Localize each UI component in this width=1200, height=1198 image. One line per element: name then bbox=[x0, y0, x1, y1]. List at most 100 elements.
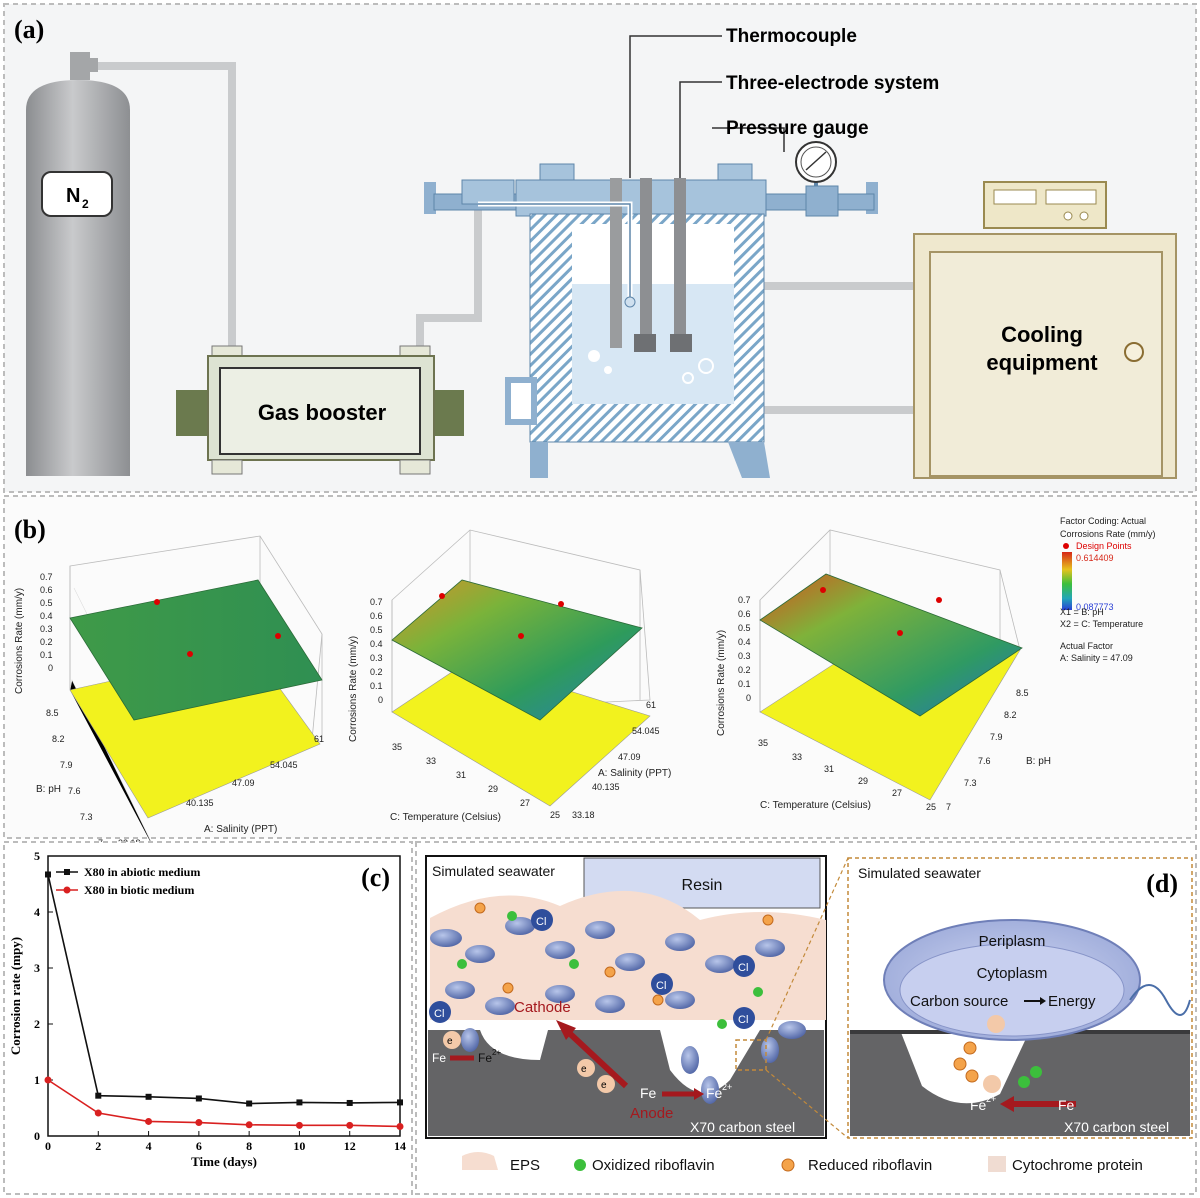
z-tick: 0.1 bbox=[370, 681, 383, 691]
cathode-arrow bbox=[563, 1027, 629, 1089]
z-tick: 0.1 bbox=[738, 679, 751, 689]
y-tick-label: 5 bbox=[34, 849, 40, 863]
periplasm-label: Periplasm bbox=[979, 933, 1046, 950]
data-point-abiotic bbox=[346, 1099, 353, 1106]
series-line-1 bbox=[47, 874, 401, 1105]
surface-2-contour-floor bbox=[391, 659, 651, 807]
chloride-ion: Cl bbox=[738, 1014, 748, 1026]
reactor-callouts bbox=[629, 35, 785, 178]
gas-subscript: 2 bbox=[82, 197, 89, 211]
y-tick: 7.6 bbox=[978, 756, 991, 766]
surface-plot-1: Corrosions Rate (mm/y) 0.7 0.6 0.5 0.4 0… bbox=[14, 535, 324, 861]
legend-series-2: X80 in biotic medium bbox=[84, 883, 194, 897]
data-point-abiotic bbox=[246, 1100, 253, 1107]
data-point-biotic bbox=[396, 1122, 404, 1130]
surface-plot-2: Corrosions Rate (mm/y) 0.7 0.6 0.5 0.4 0… bbox=[348, 529, 671, 823]
x-tick: 27 bbox=[892, 788, 902, 798]
panel-b-label: (b) bbox=[14, 515, 46, 544]
z-tick: 0.7 bbox=[370, 597, 383, 607]
x-tick-label: 2 bbox=[95, 1139, 101, 1153]
surface-plot-3: Corrosions Rate (mm/y) 0.7 0.6 0.5 0.4 0… bbox=[716, 529, 1051, 812]
legend-series-1: X80 in abiotic medium bbox=[84, 865, 200, 879]
x-tick: 25 bbox=[926, 802, 936, 812]
biofilm-schematic: Resin Simulated seawater bbox=[425, 855, 849, 1139]
data-point-biotic bbox=[295, 1121, 303, 1129]
thermocouple-label: Thermocouple bbox=[726, 26, 857, 47]
gas-pipes bbox=[96, 62, 914, 414]
zoom-fe-label: Fe bbox=[1058, 1097, 1075, 1113]
zoomed-cell-schematic: Simulated seawater (d) Periplasm Cytopla… bbox=[847, 857, 1193, 1139]
z-tick: 0 bbox=[48, 663, 53, 673]
three-electrode-label: Three-electrode system bbox=[726, 73, 939, 94]
plot1-z-label: Corrosions Rate (mm/y) bbox=[14, 588, 25, 694]
z-tick: 0.6 bbox=[40, 585, 53, 595]
steel-label: X70 carbon steel bbox=[690, 1119, 795, 1135]
electron: e bbox=[601, 1080, 607, 1091]
eps-swatch bbox=[462, 1152, 498, 1170]
z-tick: 0 bbox=[378, 695, 383, 705]
cytoplasm-region bbox=[899, 943, 1125, 1037]
legend-response: Corrosions Rate (mm/y) bbox=[1060, 529, 1156, 539]
data-point-biotic bbox=[346, 1121, 354, 1129]
fe-label: Fe bbox=[640, 1085, 657, 1101]
y-tick: 8.5 bbox=[1016, 688, 1029, 698]
surface-1-response bbox=[69, 579, 323, 721]
z-tick: 0.5 bbox=[370, 625, 383, 635]
y-tick-label: 0 bbox=[34, 1129, 40, 1143]
x-tick-label: 10 bbox=[293, 1139, 305, 1153]
oxidized-swatch bbox=[574, 1159, 586, 1171]
electron: e bbox=[447, 1036, 453, 1047]
panel-a: (a) N 2 Gas booster bbox=[3, 3, 1197, 493]
cytoplasm-label: Cytoplasm bbox=[977, 965, 1048, 982]
fe2-charge: 2+ bbox=[722, 1082, 732, 1092]
x-tick-label: 4 bbox=[146, 1139, 152, 1153]
z-tick: 0.5 bbox=[40, 598, 53, 608]
zoom-steel-label: X70 carbon steel bbox=[1064, 1119, 1169, 1135]
x-tick-label: 8 bbox=[246, 1139, 252, 1153]
design-point bbox=[897, 630, 903, 636]
legend-marker-biotic bbox=[63, 886, 71, 894]
carbon-source-label: Carbon source bbox=[910, 993, 1008, 1010]
panel-d-label: (d) bbox=[1146, 869, 1178, 898]
anode-label: Anode bbox=[630, 1105, 673, 1122]
cooling-label-line1: Cooling bbox=[1001, 322, 1083, 347]
chloride-ion: Cl bbox=[434, 1008, 444, 1020]
legend-x1-label: X1 = B: pH bbox=[1060, 607, 1104, 617]
nitrogen-cylinder: N 2 bbox=[26, 52, 130, 476]
y-tick: 7.3 bbox=[964, 778, 977, 788]
y-tick: 7.6 bbox=[68, 786, 81, 796]
reactor-vessel bbox=[424, 141, 878, 478]
panel-d: Resin Simulated seawater bbox=[415, 841, 1197, 1195]
z-tick: 0.3 bbox=[40, 624, 53, 634]
design-point bbox=[154, 599, 160, 605]
data-point-abiotic bbox=[95, 1092, 102, 1099]
y-tick: 7.3 bbox=[80, 812, 93, 822]
x-tick: 25 bbox=[550, 810, 560, 820]
panel-a-label: (a) bbox=[14, 15, 44, 44]
y-tick: 7.9 bbox=[60, 760, 73, 770]
panel-b: (b) Corrosions Rate (mm/y) 0.7 0.6 0.5 0… bbox=[3, 495, 1197, 861]
legend-cytochrome: Cytochrome protein bbox=[1012, 1157, 1143, 1174]
legend-oxidized: Oxidized riboflavin bbox=[592, 1157, 715, 1174]
legend-design-points: Design Points bbox=[1076, 541, 1132, 551]
gas-booster: Gas booster bbox=[176, 345, 464, 475]
design-point bbox=[558, 601, 564, 607]
x-axis-label: Time (days) bbox=[191, 1154, 257, 1169]
y-tick: 47.09 bbox=[618, 752, 641, 762]
y-tick: 8.5 bbox=[46, 708, 59, 718]
x-tick: 35 bbox=[392, 742, 402, 752]
fe2-small-label: Fe bbox=[478, 1051, 492, 1065]
zoom-fe2-label: Fe bbox=[970, 1097, 987, 1113]
legend-x2-label: X2 = C: Temperature bbox=[1060, 619, 1143, 629]
x-tick: 29 bbox=[488, 784, 498, 794]
z-tick: 0.2 bbox=[40, 637, 53, 647]
data-point-biotic bbox=[94, 1109, 102, 1117]
x-tick: 61 bbox=[314, 734, 324, 744]
reduced-swatch bbox=[781, 1158, 795, 1172]
plot2-z-label: Corrosions Rate (mm/y) bbox=[348, 636, 359, 742]
z-tick: 0.1 bbox=[40, 650, 53, 660]
zoom-box bbox=[735, 1039, 767, 1071]
data-point-biotic bbox=[145, 1117, 153, 1125]
